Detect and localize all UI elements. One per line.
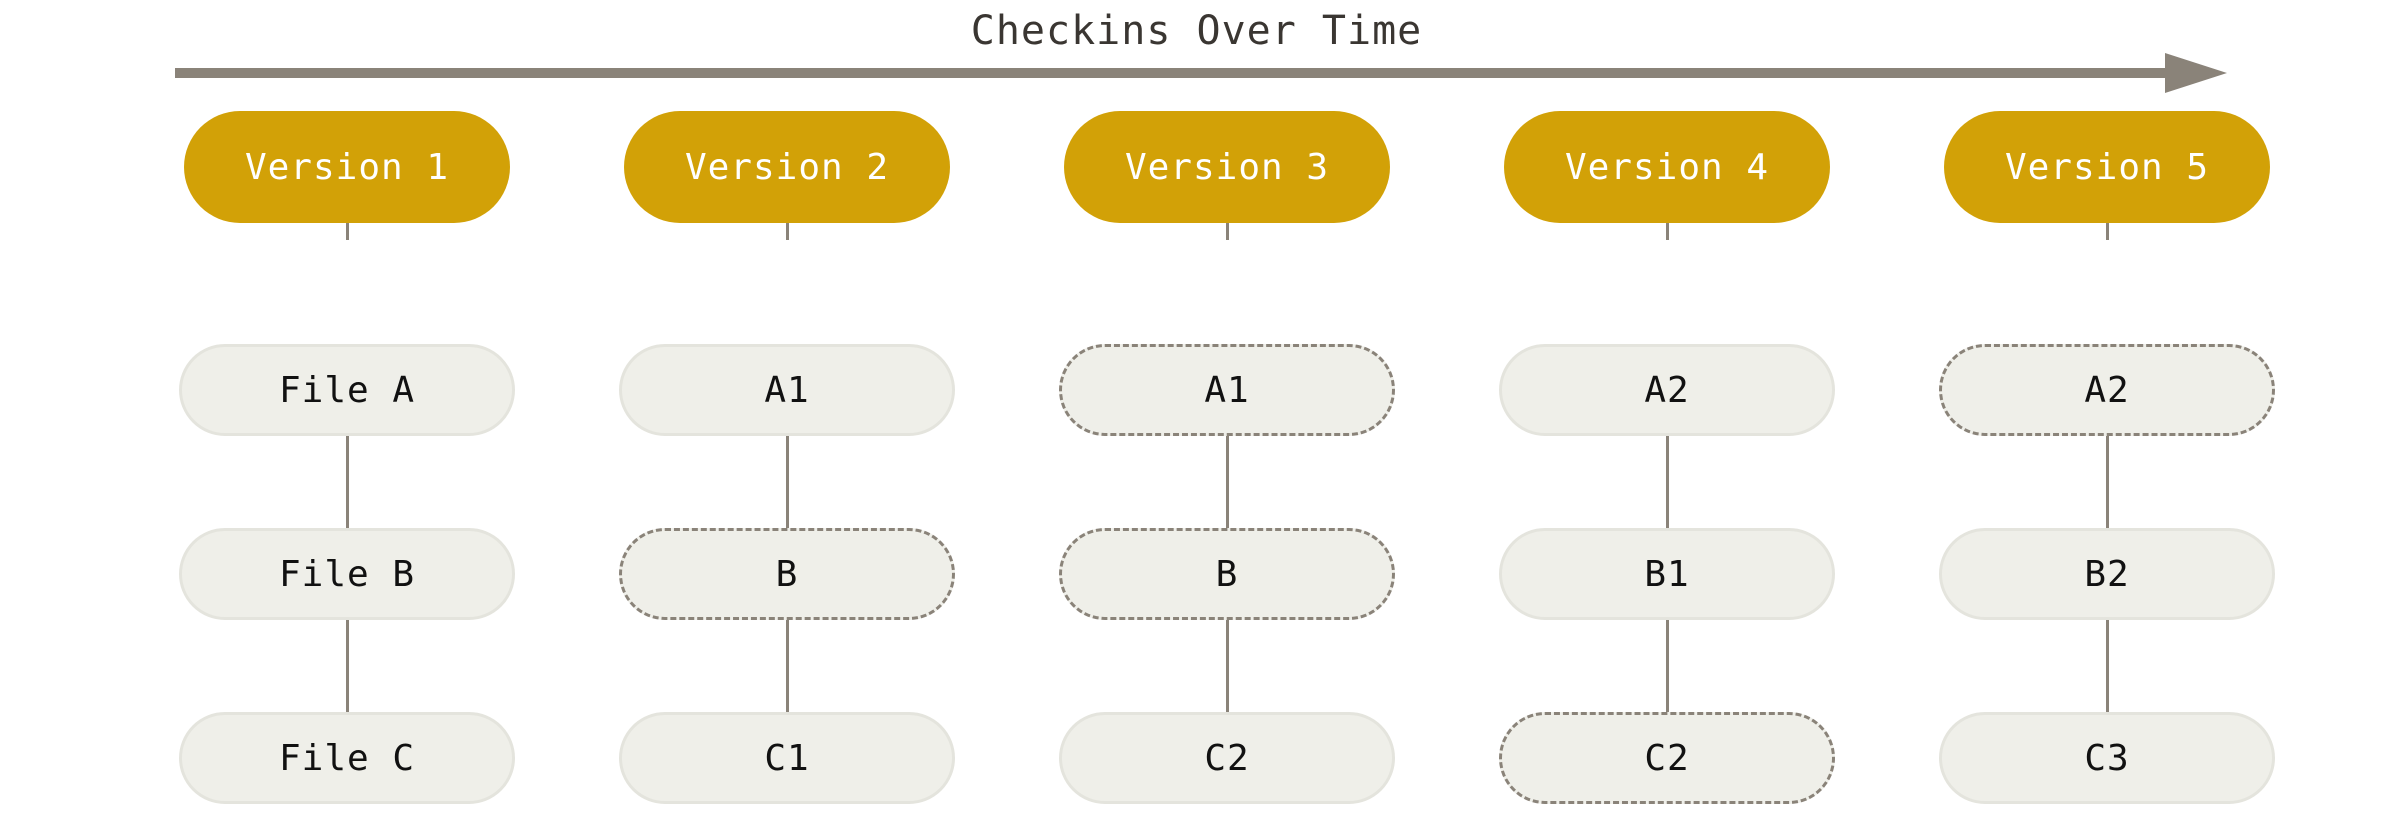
connector-b-to-c — [346, 615, 349, 715]
timeline-arrow — [175, 50, 2230, 96]
version-node-2[interactable]: Version 2 — [624, 111, 950, 223]
connector-b-to-c — [786, 615, 789, 715]
file-node-4-a[interactable]: A2 — [1499, 344, 1835, 436]
file-node-2-c[interactable]: C1 — [619, 712, 955, 804]
connector-a-to-b — [1666, 430, 1669, 530]
file-node-3-c[interactable]: C2 — [1059, 712, 1395, 804]
version-node-5[interactable]: Version 5 — [1944, 111, 2270, 223]
connector-a-to-b — [786, 430, 789, 530]
file-node-3-b[interactable]: B — [1059, 528, 1395, 620]
version-column-5: Version 5 A2 B2 C3 — [1937, 0, 2277, 835]
version-column-2: Version 2 A1 B C1 — [617, 0, 957, 835]
file-node-1-c[interactable]: File C — [179, 712, 515, 804]
diagram-title: Checkins Over Time — [970, 8, 1423, 54]
right-arrow-icon — [2165, 53, 2227, 93]
file-node-5-a[interactable]: A2 — [1939, 344, 2275, 436]
file-node-4-c[interactable]: C2 — [1499, 712, 1835, 804]
file-node-5-b[interactable]: B2 — [1939, 528, 2275, 620]
connector-b-to-c — [1226, 615, 1229, 715]
connector-b-to-c — [1666, 615, 1669, 715]
file-node-4-b[interactable]: B1 — [1499, 528, 1835, 620]
file-node-5-c[interactable]: C3 — [1939, 712, 2275, 804]
connector-a-to-b — [2106, 430, 2109, 530]
file-node-2-b[interactable]: B — [619, 528, 955, 620]
version-node-3[interactable]: Version 3 — [1064, 111, 1390, 223]
version-node-1[interactable]: Version 1 — [184, 111, 510, 223]
file-node-2-a[interactable]: A1 — [619, 344, 955, 436]
version-node-4[interactable]: Version 4 — [1504, 111, 1830, 223]
version-column-1: Version 1 File A File B File C — [177, 0, 517, 835]
connector-a-to-b — [1226, 430, 1229, 530]
version-column-4: Version 4 A2 B1 C2 — [1497, 0, 1837, 835]
connector-a-to-b — [346, 430, 349, 530]
file-node-3-a[interactable]: A1 — [1059, 344, 1395, 436]
version-column-3: Version 3 A1 B C2 — [1057, 0, 1397, 835]
connector-b-to-c — [2106, 615, 2109, 715]
file-node-1-b[interactable]: File B — [179, 528, 515, 620]
file-node-1-a[interactable]: File A — [179, 344, 515, 436]
